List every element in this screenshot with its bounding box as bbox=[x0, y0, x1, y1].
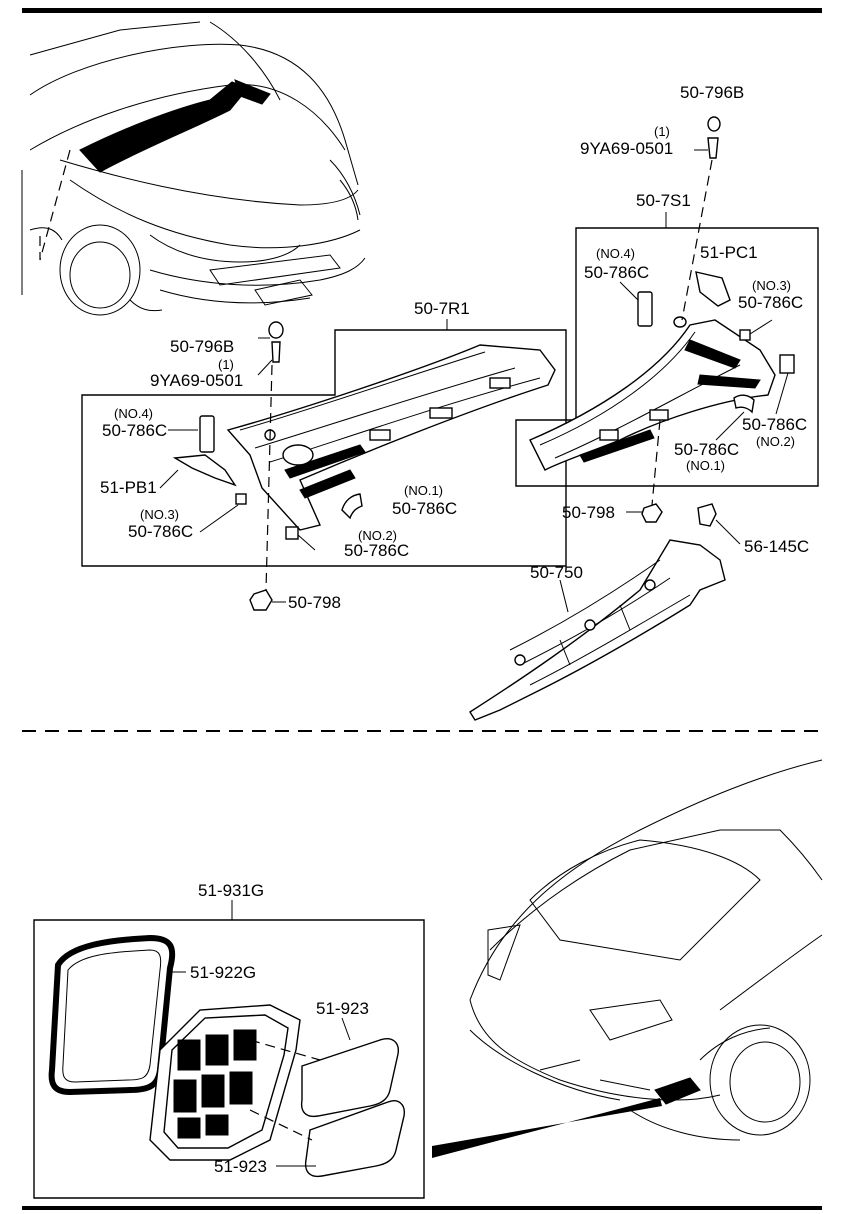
cowl-lower-panel bbox=[469, 539, 726, 721]
right-no4-qty: (NO.4) bbox=[596, 246, 635, 261]
car-rear-illustration bbox=[469, 759, 823, 1141]
right-screw-part bbox=[707, 137, 719, 159]
cover-bottom-label: 51-923 bbox=[214, 1157, 267, 1176]
bolt-label: 56-145C bbox=[744, 537, 809, 556]
left-no4-part bbox=[199, 415, 215, 453]
right-cap-part bbox=[707, 116, 721, 132]
right-cowl-panel bbox=[529, 316, 776, 471]
right-clip-part bbox=[641, 503, 663, 523]
left-clip-label: 50-798 bbox=[288, 593, 341, 612]
car-front-illustration bbox=[21, 21, 366, 316]
cowl-label: 50-750 bbox=[530, 563, 583, 582]
cover-bottom-part bbox=[304, 1100, 405, 1178]
right-no2-label: 50-786C bbox=[742, 415, 807, 434]
left-no2-qty: (NO.2) bbox=[358, 528, 397, 543]
left-clip-part bbox=[249, 589, 273, 611]
left-no1-qty: (NO.1) bbox=[404, 483, 443, 498]
right-no4-label: 50-786C bbox=[584, 263, 649, 282]
right-no3-qty: (NO.3) bbox=[752, 278, 791, 293]
left-kit-box bbox=[81, 329, 567, 567]
right-screw-label: 9YA69-0501 bbox=[580, 139, 673, 158]
right-no1-label: 50-786C bbox=[674, 440, 739, 459]
left-no2-part bbox=[285, 526, 299, 540]
left-pb1-part bbox=[172, 454, 237, 487]
right-pc1-label: 51-PC1 bbox=[700, 243, 758, 262]
right-pc1-part bbox=[695, 271, 731, 307]
left-screw-label: 9YA69-0501 bbox=[150, 371, 243, 390]
rear-kit-label: 51-931G bbox=[198, 881, 264, 900]
right-screw-qty: (1) bbox=[654, 124, 670, 139]
seal-part bbox=[48, 934, 176, 1096]
left-cap-part bbox=[268, 321, 284, 339]
right-no1-part bbox=[733, 394, 755, 414]
leader-rear-vent bbox=[432, 1098, 662, 1158]
left-no3-qty: (NO.3) bbox=[140, 507, 179, 522]
left-no1-label: 50-786C bbox=[392, 499, 457, 518]
right-no1-qty: (NO.1) bbox=[686, 458, 725, 473]
left-pb1-label: 51-PB1 bbox=[100, 478, 157, 497]
right-no2-qty: (NO.2) bbox=[756, 434, 795, 449]
top-rule bbox=[22, 8, 822, 13]
left-no4-label: 50-786C bbox=[102, 421, 167, 440]
left-screw-part bbox=[271, 341, 281, 363]
cover-top-label: 51-923 bbox=[316, 999, 369, 1018]
bolt-part bbox=[697, 503, 717, 527]
left-kit-label: 50-7R1 bbox=[414, 299, 470, 318]
left-no4-qty: (NO.4) bbox=[114, 406, 153, 421]
right-no4-part bbox=[637, 291, 653, 327]
cover-top-part bbox=[300, 1038, 399, 1118]
bottom-rule bbox=[22, 1206, 822, 1210]
left-no2-label: 50-786C bbox=[344, 541, 409, 560]
left-no1-part bbox=[341, 493, 363, 520]
seal-label: 51-922G bbox=[190, 963, 256, 982]
vent-grille-part bbox=[149, 1004, 301, 1161]
leader-car-to-cowl bbox=[39, 149, 71, 261]
right-kit-label: 50-7S1 bbox=[636, 191, 691, 210]
left-no3-label: 50-786C bbox=[128, 522, 193, 541]
rear-kit-box bbox=[33, 919, 425, 1199]
right-no2-part bbox=[779, 354, 795, 374]
left-no3-part bbox=[235, 493, 247, 505]
right-cap-label: 50-796B bbox=[680, 83, 744, 102]
right-clip-label: 50-798 bbox=[562, 503, 615, 522]
left-cowl-panel bbox=[226, 344, 556, 531]
right-no3-label: 50-786C bbox=[738, 293, 803, 312]
left-cap-label: 50-796B bbox=[170, 337, 234, 356]
left-screw-qty: (1) bbox=[218, 357, 234, 372]
right-no3-part bbox=[739, 329, 751, 341]
